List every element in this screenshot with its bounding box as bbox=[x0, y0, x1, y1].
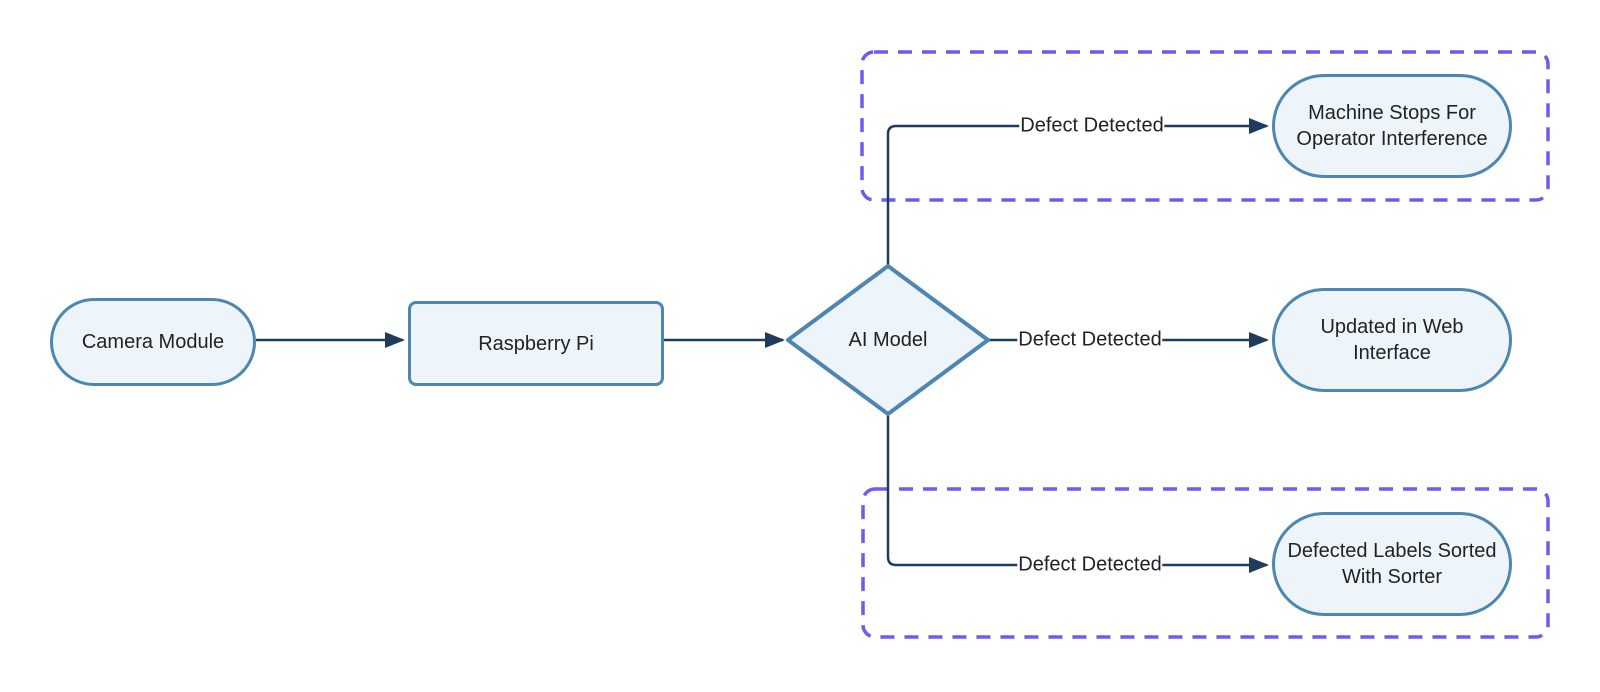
edge-label-defect-detected-top: Defect Detected bbox=[1019, 113, 1165, 139]
node-machine-stops: Machine Stops For Operator Interference bbox=[1272, 74, 1512, 178]
node-machine-stops-label: Machine Stops For Operator Interference bbox=[1296, 102, 1488, 150]
node-camera-module: Camera Module bbox=[50, 298, 256, 386]
group-box-top-dashed bbox=[860, 50, 1550, 202]
group-box-bottom-dashed bbox=[861, 487, 1550, 639]
node-updated-web-interface-label: Updated in Web Interface bbox=[1320, 316, 1464, 364]
node-camera-module-label: Camera Module bbox=[81, 331, 225, 353]
node-ai-model-diamond bbox=[786, 264, 990, 416]
node-defected-labels-sorter: Defected Labels Sorted With Sorter bbox=[1272, 512, 1512, 616]
edge-label-defect-detected-bottom: Defect Detected bbox=[1017, 552, 1163, 578]
node-updated-web-interface: Updated in Web Interface bbox=[1272, 288, 1512, 392]
node-raspberry-pi-label: Raspberry Pi bbox=[478, 332, 594, 355]
edge-label-defect-detected-middle: Defect Detected bbox=[1017, 327, 1163, 353]
node-raspberry-pi: Raspberry Pi bbox=[408, 301, 664, 386]
edge-aimodel-to-sorter bbox=[886, 414, 1269, 573]
node-ai-model-label: AI Model bbox=[848, 328, 928, 351]
node-defected-labels-sorter-label: Defected Labels Sorted With Sorter bbox=[1287, 540, 1497, 588]
edge-aimodel-to-machine-stops bbox=[886, 118, 1269, 266]
